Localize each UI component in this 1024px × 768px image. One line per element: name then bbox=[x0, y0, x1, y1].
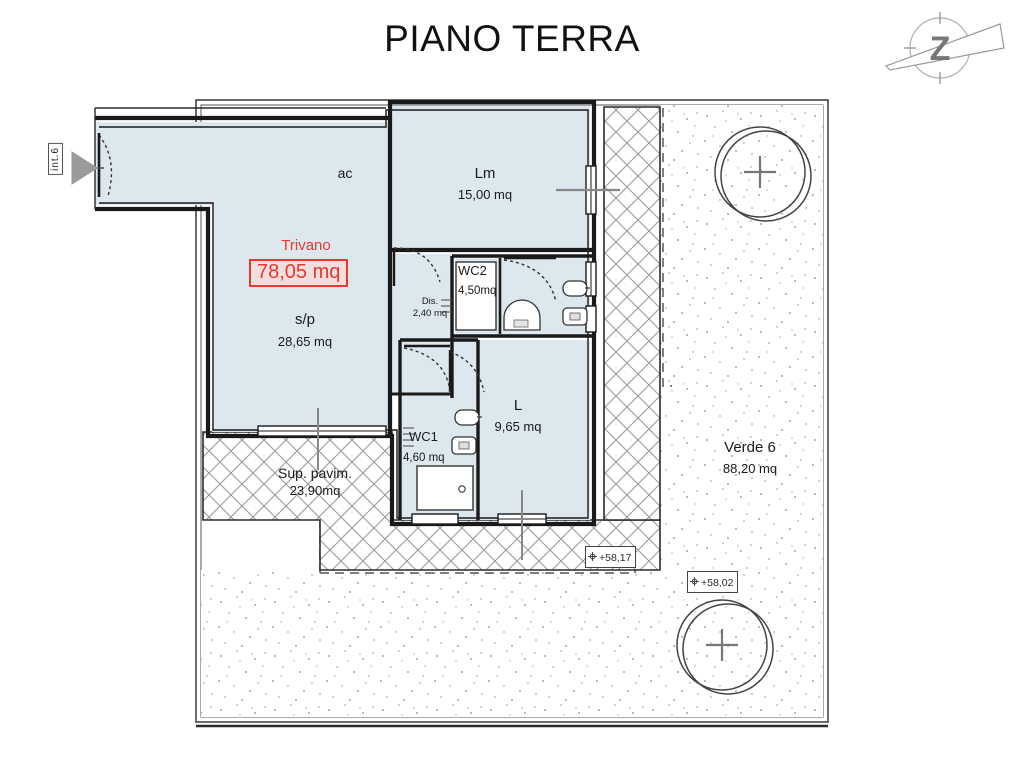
north-arrow-icon: Z bbox=[884, 12, 1005, 84]
room-area-l: 9,65 mq bbox=[494, 419, 542, 434]
window-openings bbox=[257, 165, 620, 560]
room-label-sp: s/p bbox=[294, 311, 315, 328]
door-swings bbox=[97, 133, 557, 393]
entry-unit-badge: int.6 bbox=[48, 143, 63, 175]
page-title: PIANO TERRA bbox=[384, 18, 640, 59]
apartment-walls bbox=[94, 99, 597, 527]
paved-area-label: Sup. pavim. bbox=[278, 465, 352, 481]
room-area-lm: 15,00 mq bbox=[457, 187, 513, 202]
tree-symbol-south bbox=[676, 599, 774, 695]
paved-area-value: 23,90mq bbox=[289, 483, 341, 498]
elevation-value-2: +58,02 bbox=[701, 577, 734, 589]
room-area-wc1: 4,60 mq bbox=[403, 452, 445, 464]
level-mark-icon bbox=[690, 577, 699, 587]
bathroom-fixtures bbox=[403, 261, 590, 511]
green-area-value: 88,20 mq bbox=[722, 461, 778, 476]
svg-text:Z: Z bbox=[930, 30, 951, 68]
tree-symbol-north bbox=[714, 126, 812, 222]
entry-arrow-icon bbox=[71, 151, 104, 185]
level-mark-icon bbox=[588, 552, 597, 562]
room-area-wc2: 4,50mq bbox=[458, 285, 497, 297]
elevation-value-1: +58,17 bbox=[599, 552, 632, 564]
room-area-sp: 28,65 mq bbox=[277, 334, 333, 349]
apartment-summary-label: Trivano bbox=[281, 237, 331, 254]
room-label-wc2: WC2 bbox=[458, 263, 487, 278]
elevation-marker-1: +58,17 bbox=[585, 546, 637, 568]
room-label-ac: ac bbox=[337, 165, 353, 181]
room-label-l: L bbox=[513, 397, 523, 414]
room-label-wc1: WC1 bbox=[409, 429, 438, 444]
green-area-label: Verde 6 bbox=[724, 439, 776, 456]
apartment-summary-area: 78,05 mq bbox=[249, 259, 349, 287]
room-label-dis: Dis. bbox=[421, 296, 439, 307]
room-label-lm: Lm bbox=[474, 165, 496, 182]
elevation-marker-2: +58,02 bbox=[687, 571, 739, 593]
room-area-dis: 2,40 mq bbox=[412, 308, 448, 319]
